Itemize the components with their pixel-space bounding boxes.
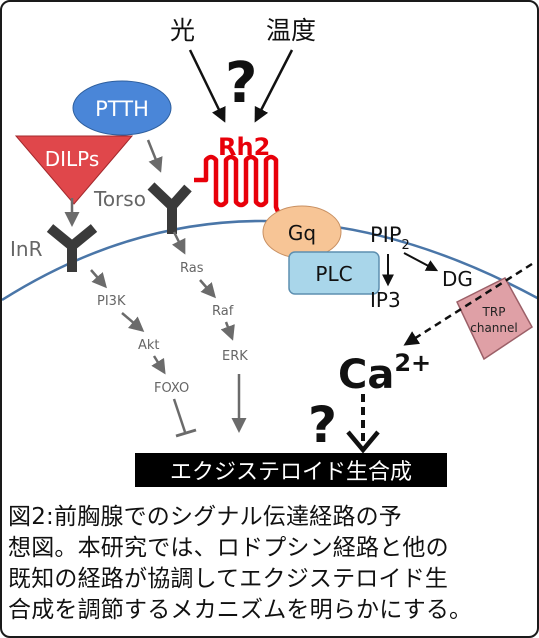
ptth-ligand: [72, 80, 172, 136]
gq-label: Gq: [288, 221, 316, 245]
foxo-inhibition-bar: [175, 428, 197, 438]
trp-label-line1: TRP: [482, 305, 506, 319]
caption-line: 既知の経路が協調してエクジステロイド生: [8, 566, 449, 592]
calcium-arrowhead: [346, 430, 380, 454]
pip2-label: PIP2: [370, 223, 410, 253]
inr-to-pi3k-arrow: [90, 269, 107, 289]
ras-to-raf-arrow: [199, 279, 216, 299]
inr-label: InR: [10, 237, 43, 261]
temperature-label: 温度: [266, 16, 316, 45]
pip2-to-dg-arrow: [403, 252, 439, 272]
torso-label: Torso: [93, 187, 146, 211]
question-mark-top: ?: [225, 51, 257, 116]
dilps-ligand: [14, 135, 134, 205]
caption-line: 合成を調節するメカニズムを明らかにする。: [8, 597, 473, 623]
pi3k-label: PI3K: [97, 294, 126, 309]
ptth-label: PTTH: [95, 97, 149, 121]
figure-caption: 図2:前胸腺でのシグナル伝達経路の予 想図。本研究では、ロドプシン経路と他の 既…: [8, 502, 537, 626]
plc-enzyme: [288, 251, 380, 295]
caption-line: 想図。本研究では、ロドプシン経路と他の: [8, 535, 449, 561]
foxo-inhibition-line: [172, 398, 187, 433]
ecdysteroid-output-label: エクジステロイド生合成: [170, 460, 412, 485]
akt-label: Akt: [138, 338, 160, 353]
caption-line: 図2:前胸腺でのシグナル伝達経路の予: [8, 504, 402, 530]
ip3-label: IP3: [370, 288, 401, 312]
dilps-label: DILPs: [45, 147, 100, 171]
ras-label: Ras: [180, 261, 204, 276]
ecdysteroid-output-box: [135, 453, 447, 487]
raf-label: Raf: [212, 304, 234, 319]
erk-label: ERK: [222, 349, 248, 364]
torso-to-ras-arrow: [171, 231, 186, 255]
temperature-arrow: [254, 49, 294, 123]
raf-to-erk-arrow: [220, 321, 235, 341]
signaling-diagram: 光 温度 ? Rh2 Gq PLC PIP2 IP3 DG TRP channe…: [2, 16, 537, 487]
dg-label: DG: [442, 267, 473, 291]
light-label: 光: [170, 16, 195, 45]
ptth-to-torso-arrow: [146, 139, 163, 173]
calcium-label: Ca2+: [338, 349, 431, 398]
torso-receptor: [147, 182, 192, 234]
plc-label: PLC: [315, 262, 352, 286]
rh2-label: Rh2: [218, 133, 270, 161]
rh2-receptor: [194, 154, 295, 220]
pi3k-to-akt-arrow: [121, 312, 145, 332]
akt-to-foxo-arrow: [151, 355, 166, 375]
foxo-label: FOXO: [154, 381, 189, 396]
trp-dashed-influx-arrow: [403, 262, 533, 346]
question-mark-bottom: ?: [308, 396, 337, 454]
light-arrow: [188, 49, 226, 123]
trp-label-line2: channel: [470, 321, 517, 335]
inr-receptor: [46, 224, 98, 272]
